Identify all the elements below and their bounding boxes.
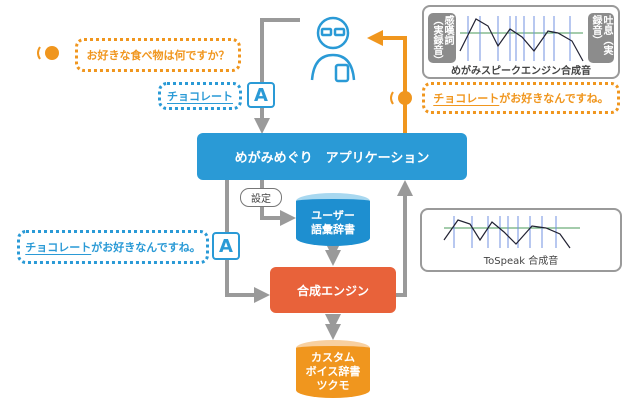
reply-highlight: チョコレート — [25, 241, 92, 254]
tospeak-caption: ToSpeak 合成音 — [483, 256, 559, 267]
reply-bubble-blue: チョコレートがお好きなんですね。 — [17, 230, 209, 264]
reply-rest: がお好きなんですね。 — [499, 92, 609, 105]
user-dictionary: ユーザー語彙辞書 — [296, 193, 370, 246]
custom-voice-dictionary: カスタムボイス辞書ツクモ — [296, 340, 370, 398]
megami-caption: めがみスピークエンジン合成音 — [451, 66, 591, 77]
megami-speech-box: 感嘆詞（実録音） 吐息（実録音） めがみスピークエンジン合成音 — [422, 5, 620, 79]
reply-highlight: チョコレート — [433, 92, 500, 105]
megami-app-box: めがみめぐり アプリケーション — [197, 133, 467, 180]
text-badge-icon: A — [212, 232, 240, 260]
question-bubble: お好きな食べ物は何ですか？ — [75, 38, 241, 72]
text-badge-icon: A — [247, 82, 275, 108]
user-dict-line: 語彙辞書 — [311, 222, 355, 236]
synthesis-engine-box: 合成エンジン — [270, 267, 396, 313]
custom-dict-line: カスタム — [311, 351, 355, 364]
recognized-word: チョコレート — [167, 90, 233, 103]
tospeak-box: ToSpeak 合成音 — [420, 208, 622, 272]
recognized-word-bubble: チョコレート — [158, 82, 242, 110]
reply-rest: がお好きなんですね。 — [91, 241, 201, 254]
speaker-icon — [390, 91, 412, 105]
user-dict-line: ユーザー — [311, 208, 355, 222]
custom-dict-line: ツクモ — [316, 379, 350, 392]
speaker-icon — [37, 46, 59, 60]
custom-dict-line: ボイス辞書 — [305, 365, 361, 378]
breath-label: 吐息（実録音） — [588, 13, 614, 63]
question-text: お好きな食べ物は何ですか？ — [86, 49, 230, 62]
megami-waveform — [459, 16, 584, 62]
reply-bubble-orange: チョコレートがお好きなんですね。 — [422, 82, 620, 114]
settings-label: 設定 — [240, 188, 282, 207]
tospeak-waveform — [443, 216, 580, 249]
interjection-label: 感嘆詞（実録音） — [428, 13, 456, 65]
user-person-icon — [310, 16, 356, 83]
